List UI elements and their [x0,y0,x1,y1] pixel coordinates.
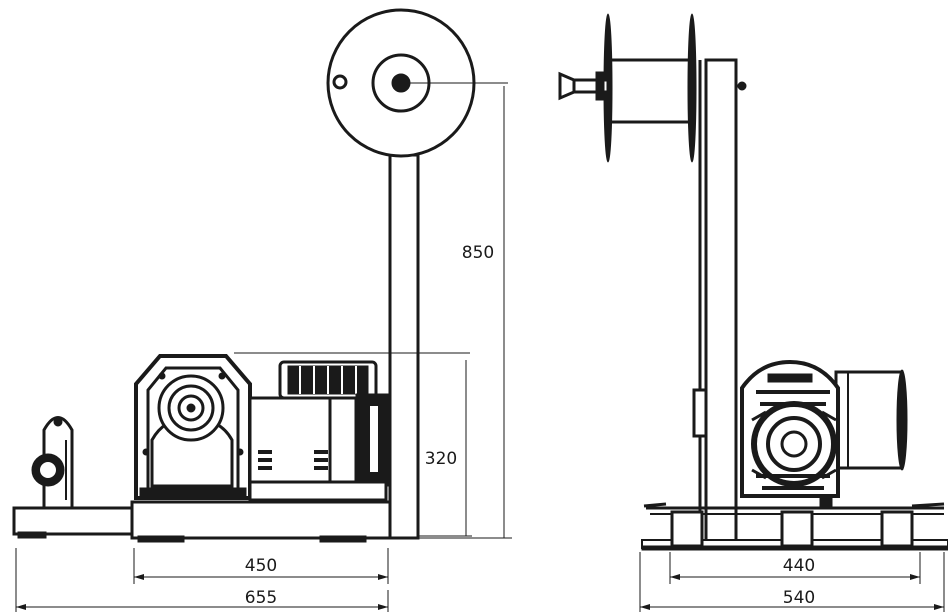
dimension-450: 450 [133,548,389,584]
side-motor [248,360,391,502]
dimension-label-655: 655 [245,588,277,608]
front-column [692,58,738,550]
side-column [388,153,420,540]
side-reel [326,8,508,158]
side-gearbox [134,354,252,500]
dimension-label-850: 850 [462,243,494,263]
dimension-label-450: 450 [245,556,277,576]
side-base-plate [12,500,392,543]
front-reel [558,13,747,163]
dimension-655: 655 [15,548,389,612]
dimension-320: 320 [234,352,472,537]
dimension-label-440: 440 [783,556,815,576]
dimension-440: 440 [669,552,921,584]
side-view: 850 320 450 655 [12,8,512,612]
front-base-frame [641,502,948,551]
guide-pulley [31,416,74,510]
dimension-label-540: 540 [783,588,815,608]
front-drive-unit [740,359,908,507]
dimension-label-320: 320 [425,449,457,469]
front-view: 440 540 [558,13,948,612]
dimension-850: 850 [418,86,512,539]
dimension-540: 540 [639,552,945,612]
